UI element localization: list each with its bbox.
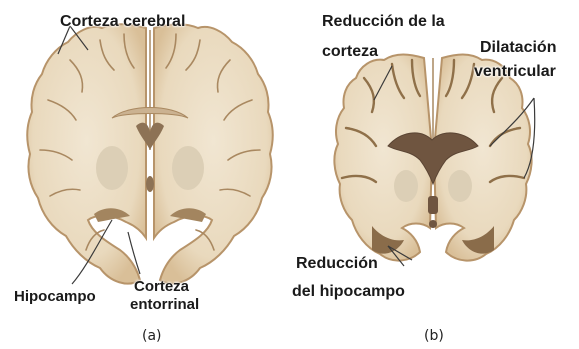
caption-a: (a): [142, 328, 162, 344]
caption-b: (b): [424, 328, 444, 344]
panel-a-brain: [27, 24, 273, 283]
label-corteza-cerebral: Corteza cerebral: [60, 12, 185, 31]
label-reduccion-corteza-2: corteza: [322, 42, 378, 61]
label-hipocampo: Hipocampo: [14, 288, 96, 305]
label-reduccion-corteza-1: Reducción de la: [322, 12, 445, 31]
label-dilatacion-1: Dilatación: [480, 38, 556, 57]
panel-a-left-hemisphere: [27, 24, 146, 283]
label-reduccion-hipocampo-2: del hipocampo: [292, 282, 405, 301]
label-corteza-entorrinal-1: Corteza: [134, 278, 189, 295]
label-corteza-entorrinal-2: entorrinal: [130, 296, 199, 313]
label-dilatacion-2: ventricular: [474, 62, 556, 81]
panel-a-right-hemisphere: [154, 24, 273, 283]
panel-b-brain: [334, 55, 531, 261]
label-reduccion-hipocampo-1: Reducción: [296, 254, 378, 273]
